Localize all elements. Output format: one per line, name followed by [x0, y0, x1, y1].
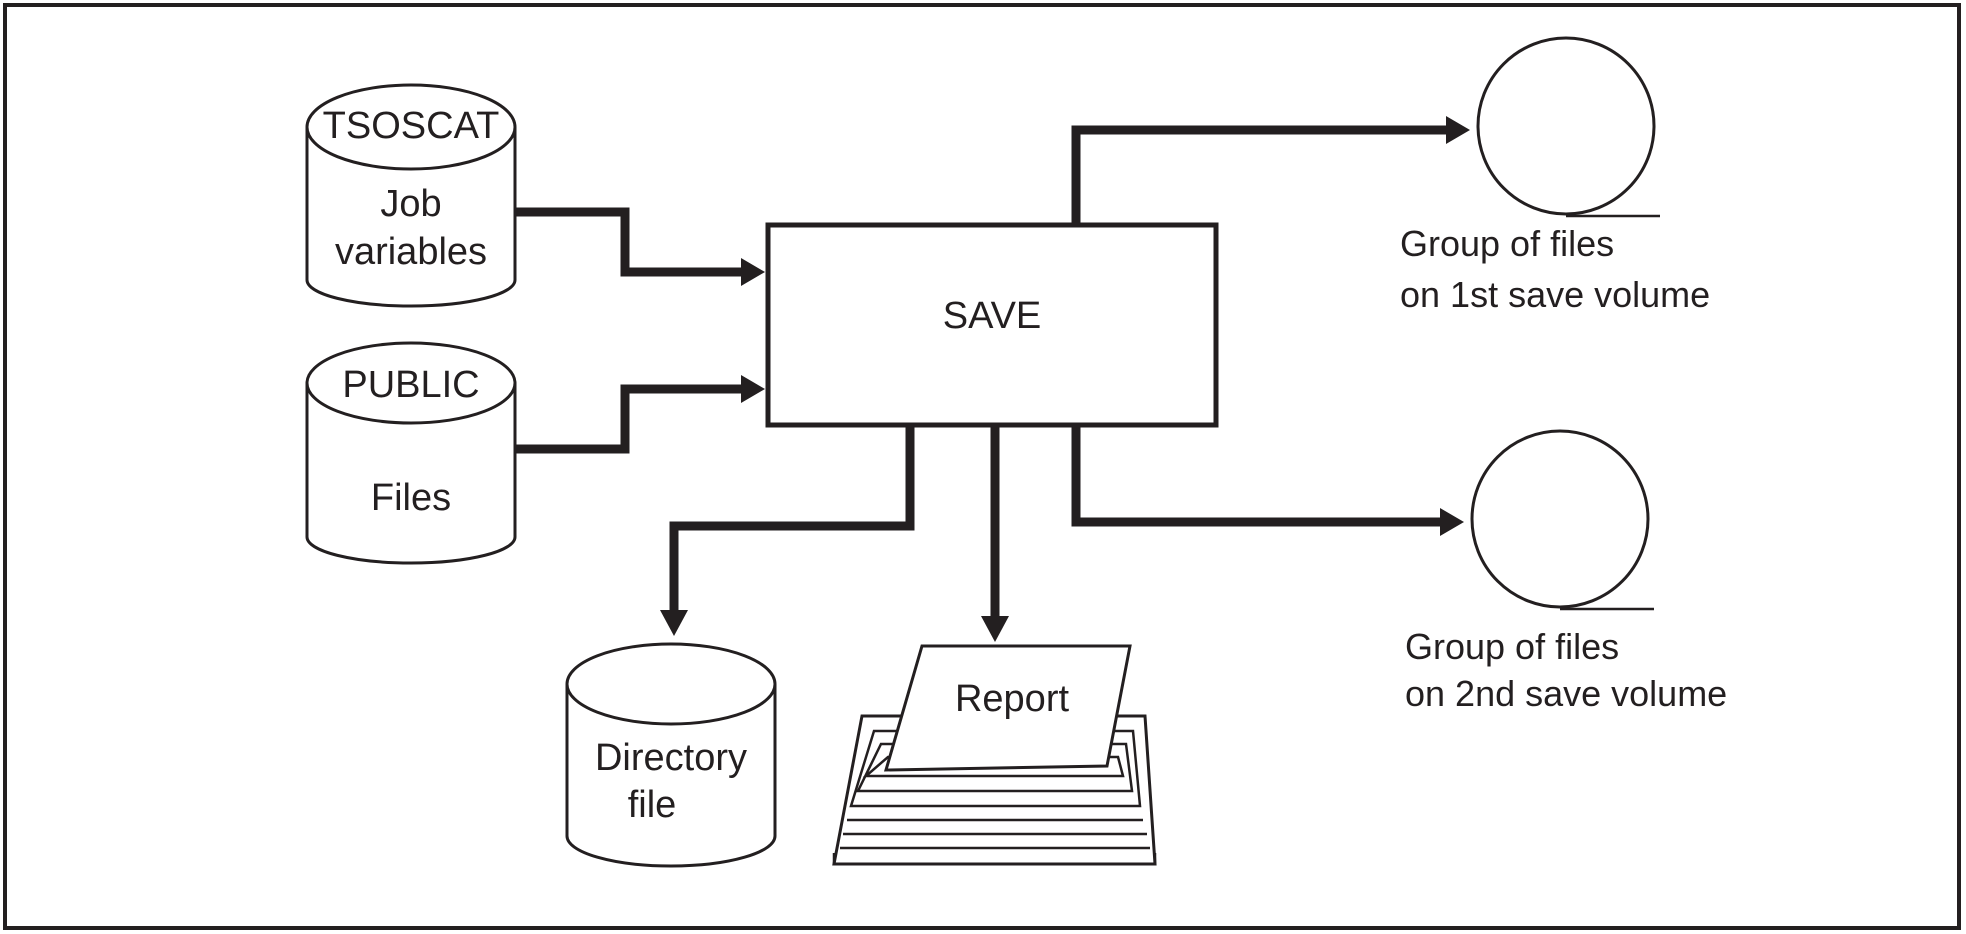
volume-1-label-line1: Group of files — [1400, 223, 1614, 264]
diagram-frame — [3, 3, 1961, 930]
directory-file-cylinder: Directory file — [565, 642, 777, 868]
save-volume-2-tape: Group of files on 2nd save volume — [1405, 429, 1727, 714]
save-label: SAVE — [943, 295, 1042, 337]
tsoscat-content-label-line1: Job — [380, 183, 441, 225]
tsoscat-catalog-label: TSOSCAT — [323, 105, 500, 147]
edge-save-to-volume-2 — [1071, 425, 1442, 527]
arrowhead-into-save-upper — [741, 258, 765, 286]
volume-2-label-line2: on 2nd save volume — [1405, 673, 1727, 714]
edge-public-to-save — [515, 384, 745, 454]
arrowhead-into-volume-1 — [1446, 116, 1470, 144]
tsoscat-cylinder: TSOSCAT Job variables — [305, 83, 517, 308]
edge-tsoscat-to-save — [515, 207, 745, 277]
report-sheet: Report — [883, 644, 1132, 772]
volume-1-label-line2: on 1st save volume — [1400, 274, 1710, 315]
directory-label-line2: file — [628, 784, 677, 826]
arrowhead-into-directory — [660, 610, 688, 636]
edge-save-to-volume-1 — [1071, 125, 1448, 225]
tsoscat-content-label-line2: variables — [335, 231, 487, 273]
report-label: Report — [955, 678, 1069, 720]
directory-label-line1: Directory — [595, 737, 747, 779]
edge-save-to-directory — [669, 425, 915, 612]
public-cylinder: PUBLIC Files — [305, 341, 517, 565]
public-content-label: Files — [371, 477, 451, 519]
arrowhead-into-save-lower — [741, 375, 765, 403]
save-process-box: SAVE — [765, 222, 1219, 428]
arrowhead-into-volume-2 — [1440, 508, 1464, 536]
save-volume-1-tape: Group of files on 1st save volume — [1400, 36, 1710, 315]
volume-2-label-line1: Group of files — [1405, 626, 1619, 667]
arrowhead-into-report — [981, 616, 1009, 642]
public-pubset-label: PUBLIC — [342, 364, 479, 406]
